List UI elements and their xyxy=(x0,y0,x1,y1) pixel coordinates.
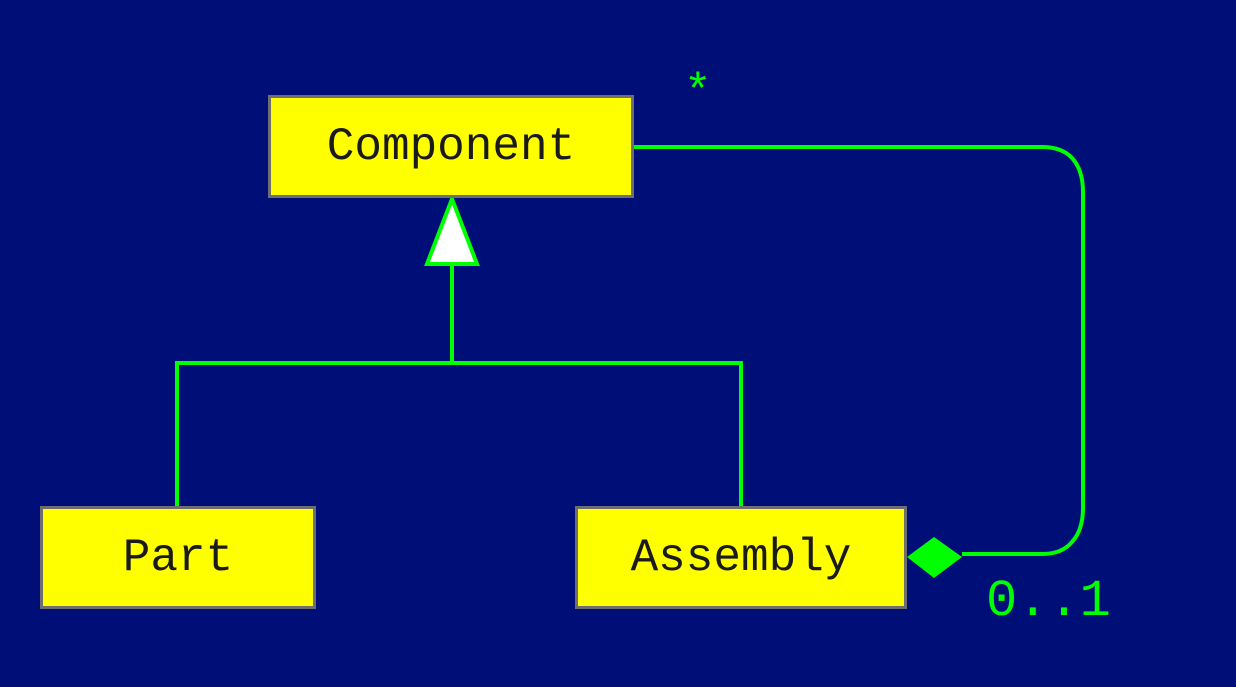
multiplicity-assembly-end: 0..1 xyxy=(986,572,1111,631)
generalization-branch-line xyxy=(175,361,743,506)
class-part-label: Part xyxy=(122,531,234,584)
class-component-label: Component xyxy=(326,120,576,173)
class-component[interactable]: Component xyxy=(268,95,634,198)
class-assembly[interactable]: Assembly xyxy=(575,506,907,609)
class-assembly-label: Assembly xyxy=(630,531,852,584)
composition-diamond-icon xyxy=(907,537,962,578)
multiplicity-component-end: * xyxy=(684,67,712,119)
generalization-arrowhead-icon xyxy=(424,193,480,266)
composition-association-line xyxy=(634,145,1085,556)
class-part[interactable]: Part xyxy=(40,506,316,609)
